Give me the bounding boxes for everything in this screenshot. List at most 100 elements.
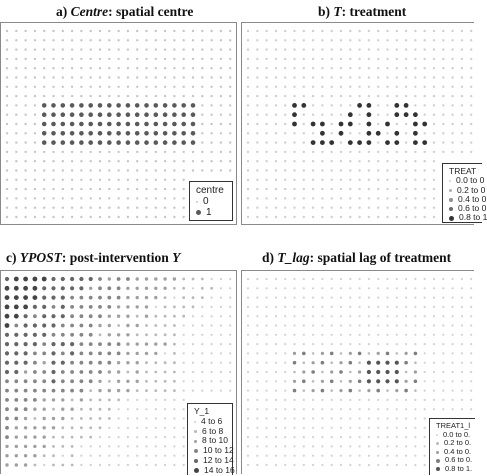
panel-a-grid-dot: [89, 160, 92, 163]
panel-d-grid-dot: [349, 287, 352, 290]
panel-d-grid-dot: [246, 445, 250, 448]
panel-b-grid-dot: [394, 112, 400, 118]
panel-c-grid-dot: [5, 463, 9, 467]
panel-c-grid-dot: [126, 323, 130, 328]
panel-b-grid-dot: [404, 48, 408, 51]
panel-d-grid-dot: [302, 436, 305, 439]
panel-b-grid-dot: [311, 197, 315, 200]
panel-d-grid-dot: [395, 408, 398, 411]
panel-a-grid-dot: [191, 76, 195, 79]
panel-d-grid-dot: [293, 277, 296, 281]
panel-d-legend-label-1: 0.2 to 0.: [444, 438, 472, 448]
panel-c-grid-dot: [14, 444, 18, 449]
panel-d-grid-dot: [274, 296, 277, 299]
panel-c-grid-dot: [13, 313, 19, 319]
panel-d-grid-dot: [246, 296, 250, 299]
panel-b-grid-dot: [265, 215, 268, 219]
panel-c-grid-dot: [116, 388, 121, 393]
panel-d-grid-dot: [349, 426, 352, 429]
panel-c-grid-dot: [33, 417, 37, 420]
panel-a-grid-dot: [173, 215, 176, 219]
panel-d-grid-dot: [460, 324, 463, 327]
panel-b-grid-dot: [422, 140, 428, 145]
panel-c-grid-dot: [51, 360, 56, 365]
panel-b-grid-dot: [321, 48, 324, 51]
panel-a-grid-dot: [210, 113, 213, 116]
panel-d-grid-dot: [358, 305, 361, 308]
panel-b-grid-dot: [330, 187, 333, 191]
panel-b-grid-dot: [274, 169, 278, 172]
panel-c-grid-dot: [107, 342, 112, 346]
panel-d-legend-row-3: 0.6 to 0.: [436, 456, 472, 465]
panel-a-grid-dot: [210, 150, 213, 154]
panel-a-grid-dot: [89, 39, 92, 42]
panel-c-grid-dot: [182, 361, 185, 364]
panel-c-grid-dot: [4, 323, 10, 328]
panel-c-grid-dot: [23, 426, 28, 430]
panel-a-grid-dot: [33, 132, 37, 135]
panel-c-grid-dot: [14, 454, 18, 458]
panel-a-label: a): [56, 4, 68, 19]
panel-c-grid-dot: [4, 313, 10, 319]
panel-b-grid-dot: [284, 206, 287, 209]
panel-a-grid-dot: [136, 85, 139, 88]
panel-c-grid-dot: [229, 324, 232, 327]
panel-c-grid-dot: [229, 287, 232, 290]
panel-c-grid-dot: [60, 304, 65, 309]
panel-c-grid-dot: [182, 352, 185, 355]
panel-c-grid-dot: [88, 360, 93, 365]
panel-c-grid-dot: [191, 370, 195, 374]
panel-c-grid-dot: [191, 333, 195, 336]
panel-b-grid-dot: [330, 178, 333, 181]
panel-b-grid-dot: [349, 104, 352, 107]
panel-a-grid-dot: [5, 206, 9, 209]
panel-c-grid-dot: [60, 276, 65, 282]
panel-d-grid-dot: [311, 361, 315, 365]
panel-b-grid-dot: [432, 85, 436, 88]
panel-c-grid-dot: [173, 361, 176, 365]
panel-c-grid-dot: [154, 351, 158, 356]
panel-d-grid-dot: [321, 277, 324, 281]
panel-c-grid-dot: [145, 417, 148, 420]
panel-a-grid-dot: [210, 57, 213, 61]
panel-a-grid-dot: [24, 85, 27, 88]
panel-d-grid-dot: [386, 277, 389, 281]
panel-b-grid-dot: [265, 104, 268, 107]
panel-d-grid-dot: [339, 361, 343, 365]
panel-c-legend-row-1: 6 to 8: [194, 426, 227, 437]
panel-d-grid-dot: [414, 454, 417, 457]
panel-c-grid-dot: [108, 436, 111, 439]
panel-c-grid-dot: [88, 314, 93, 319]
panel-a-grid-dot: [98, 76, 102, 79]
panel-c-grid-dot: [32, 304, 37, 309]
panel-a-grid-dot: [24, 48, 27, 51]
panel-c-grid-dot: [88, 295, 93, 300]
panel-c-legend-symbol-1: [194, 429, 197, 433]
panel-a-grid-dot: [144, 103, 149, 108]
panel-d-grid-dot: [405, 463, 408, 467]
panel-b-grid-dot: [347, 112, 353, 118]
panel-b-grid-dot: [274, 94, 278, 98]
panel-a-legend-row-0: 0: [196, 196, 227, 207]
panel-b-grid-dot: [413, 130, 418, 136]
panel-a-grid-dot: [61, 29, 64, 33]
panel-c-grid-dot: [144, 295, 149, 300]
panel-d-grid-dot: [284, 380, 287, 383]
panel-c-grid-dot: [51, 351, 56, 356]
panel-a-grid-dot: [201, 57, 204, 61]
panel-b-grid-dot: [460, 39, 464, 42]
panel-a-grid-dot: [126, 48, 130, 51]
panel-a-grid-dot: [172, 140, 177, 145]
panel-d-grid-dot: [256, 305, 259, 308]
panel-a-grid-dot: [163, 187, 167, 191]
panel-a-grid-dot: [154, 94, 157, 98]
panel-c-grid-dot: [144, 351, 149, 356]
panel-b-grid-dot: [339, 150, 343, 154]
panel-d-grid-dot: [330, 277, 333, 281]
panel-a-grid-dot: [219, 132, 223, 135]
panel-d-grid-dot: [256, 426, 259, 429]
panel-d-grid-dot: [386, 315, 389, 318]
panel-b-grid-dot: [414, 48, 417, 51]
panel-c-grid-dot: [14, 369, 19, 375]
panel-a-grid-dot: [182, 94, 185, 98]
